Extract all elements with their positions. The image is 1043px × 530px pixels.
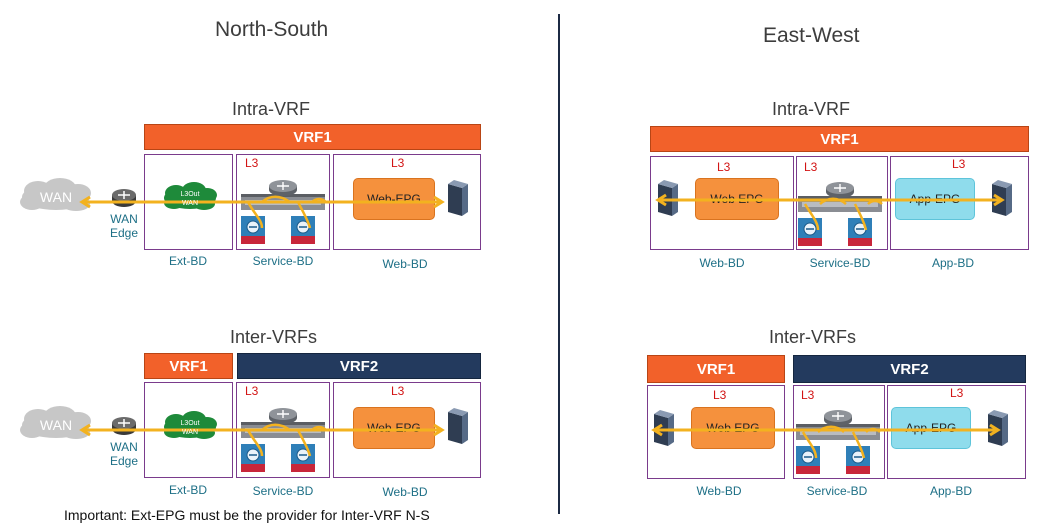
- ns-inter-vrf1-bar: VRF1: [144, 353, 233, 379]
- web-server-icon: [448, 408, 468, 444]
- web-bd-label: Web-BD: [699, 256, 745, 270]
- l3-label: L3: [804, 160, 818, 174]
- leaf-switch-icon: [240, 407, 326, 439]
- app-bd-label: App-BD: [931, 256, 975, 270]
- vrf-label: VRF1: [696, 360, 736, 378]
- wan-edge-router-icon: [111, 188, 137, 208]
- app-server-icon: [988, 410, 1008, 446]
- firewall-icon: [240, 443, 266, 473]
- firewall-icon: [795, 445, 821, 475]
- ew-inter-vrf-title: Inter-VRFs: [769, 327, 857, 347]
- l3-label: L3: [391, 156, 405, 170]
- flow-arrow-left-icon: [651, 423, 663, 437]
- flow-arrow-left-icon: [79, 195, 91, 209]
- l3-label: L3: [713, 388, 727, 402]
- l3-label: L3: [950, 386, 964, 400]
- leaf-switch-icon: [795, 409, 881, 441]
- service-graph-flow: [803, 197, 883, 231]
- ew-inter-vrf2-bar: VRF2: [793, 355, 1026, 383]
- ew-intra-vrf-title: Intra-VRF: [772, 99, 851, 119]
- ns-intra-vrf1-bar: VRF1: [144, 124, 481, 150]
- web-server-icon: [448, 180, 468, 216]
- firewall-icon: [290, 215, 316, 245]
- ext-bd-label: Ext-BD: [168, 254, 207, 268]
- ext-bd-label: Ext-BD: [168, 483, 207, 497]
- flow-arrow-left-icon: [655, 193, 667, 207]
- section-divider: [558, 14, 560, 514]
- wan-edge-line2: Edge: [109, 454, 139, 468]
- web-bd-label: Web-BD: [382, 257, 428, 271]
- l3-label: L3: [801, 388, 815, 402]
- l3-label: L3: [391, 384, 405, 398]
- firewall-icon: [290, 443, 316, 473]
- ns-intra-vrf-title: Intra-VRF: [232, 99, 311, 119]
- wan-edge-line2: Edge: [109, 226, 139, 240]
- leaf-switch-icon: [797, 181, 883, 213]
- l3out-label-line1: L3Out: [180, 191, 199, 198]
- flow-arrow-right-icon: [993, 193, 1005, 207]
- app-server-icon: [992, 180, 1012, 216]
- ew-intra-vrf1-bar: VRF1: [650, 126, 1029, 152]
- l3-label: L3: [245, 156, 259, 170]
- l3-label: L3: [952, 157, 966, 171]
- web-bd-label: Web-BD: [382, 485, 428, 499]
- ns-inter-vrf2-bar: VRF2: [237, 353, 481, 379]
- ns-inter-vrf-title: Inter-VRFs: [230, 327, 318, 347]
- l3out-label-line1: L3Out: [180, 420, 199, 427]
- wan-edge-line1: WAN: [110, 212, 138, 226]
- vrf-label: VRF1: [820, 130, 859, 148]
- ew-inter-vrf1-bar: VRF1: [647, 355, 785, 383]
- vrf-label: VRF1: [293, 128, 332, 146]
- l3out-label-line2: WAN: [182, 200, 198, 207]
- vrf-label: VRF1: [169, 357, 208, 375]
- firewall-icon: [845, 445, 871, 475]
- app-bd-label: App-BD: [929, 484, 973, 498]
- l3out-label-line2: WAN: [182, 429, 198, 436]
- firewall-icon: [847, 217, 873, 247]
- wan-edge-line1: WAN: [110, 440, 138, 454]
- vrf-label: VRF2: [339, 357, 379, 375]
- firewall-icon: [797, 217, 823, 247]
- leaf-switch-icon: [240, 179, 326, 211]
- wan-edge-router-icon: [111, 416, 137, 436]
- flow-arrow-right-icon: [433, 195, 445, 209]
- service-bd-label: Service-BD: [806, 484, 868, 498]
- service-graph-flow: [801, 425, 881, 459]
- east-west-title: East-West: [763, 24, 860, 47]
- flow-arrow-left-icon: [79, 423, 91, 437]
- l3-label: L3: [245, 384, 259, 398]
- service-bd-label: Service-BD: [809, 256, 871, 270]
- firewall-icon: [240, 215, 266, 245]
- flow-arrow-right-icon: [433, 423, 445, 437]
- wan-cloud-label: WAN: [40, 417, 72, 433]
- north-south-title: North-South: [215, 18, 329, 41]
- web-bd-label: Web-BD: [696, 484, 742, 498]
- service-graph-flow: [246, 195, 327, 229]
- service-bd-label: Service-BD: [252, 254, 314, 268]
- flow-arrow-right-icon: [989, 423, 1001, 437]
- service-graph-flow: [246, 423, 327, 457]
- l3-label: L3: [717, 160, 731, 174]
- important-note: Important: Ext-EPG must be the provider …: [64, 507, 430, 523]
- service-bd-label: Service-BD: [252, 484, 314, 498]
- wan-cloud-label: WAN: [40, 189, 72, 205]
- vrf-label: VRF2: [890, 360, 929, 378]
